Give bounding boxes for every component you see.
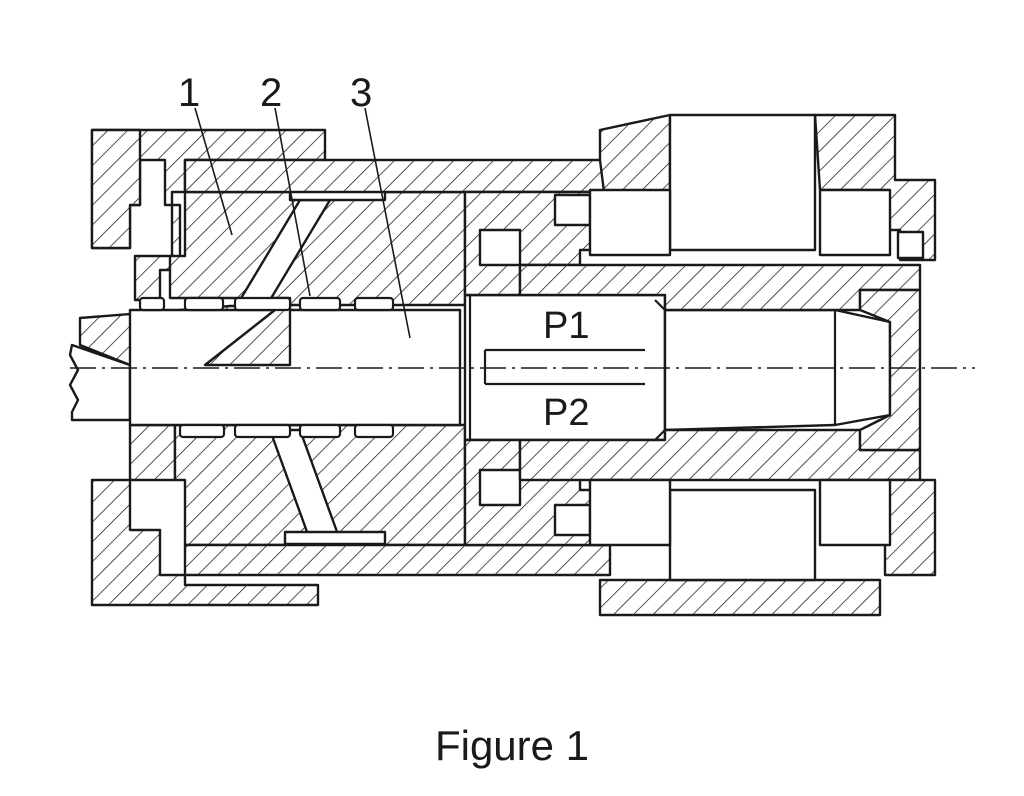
right-housing-lower [518,428,937,617]
callout-3: 3 [350,71,372,115]
output-shaft [663,308,892,432]
outer-sleeve [183,158,612,577]
leader-lines [194,107,411,339]
part-1-body-lower [173,423,467,547]
figure-caption: Figure 1 [435,722,589,769]
input-stem [68,304,462,427]
part-1-body-upper [168,186,467,307]
pressure-label-p2: P2 [543,392,589,434]
pressure-label-p1: P1 [543,305,589,347]
right-end-cap [858,230,925,452]
middle-gland-lower [463,438,612,547]
stem-seals [138,296,395,439]
callout-1: 1 [178,71,200,115]
callout-2: 2 [260,71,282,115]
